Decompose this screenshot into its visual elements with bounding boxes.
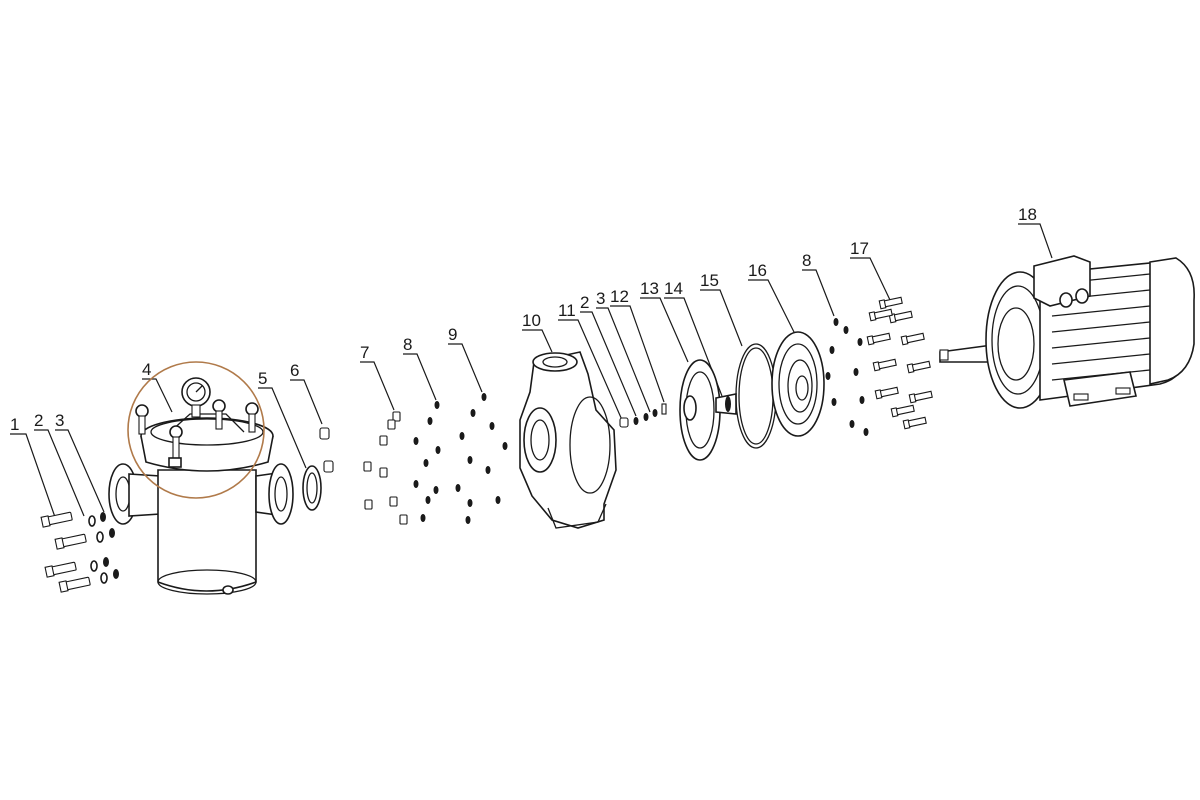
- impeller: [679, 359, 721, 461]
- callout-14-label: 14: [664, 279, 683, 298]
- o-ring-5: [302, 465, 322, 511]
- callout-12-leader: [610, 305, 665, 403]
- callout-8-leader-left: [403, 353, 437, 401]
- callout-5-leader: [258, 387, 307, 469]
- callout-group: 1 2 3 4 5 6 7 8 9 10 11 2 3: [10, 205, 1053, 521]
- bolt-set-left: [40, 511, 119, 593]
- callout-3-label: 3: [55, 411, 64, 430]
- callout-2-label-right: 2: [580, 293, 589, 312]
- callout-10-label: 10: [522, 311, 541, 330]
- callout-11-label: 11: [558, 301, 576, 320]
- callout-2-leader-right: [580, 311, 637, 417]
- callout-2-leader: [34, 429, 85, 517]
- callout-10-leader: [522, 329, 553, 353]
- callout-1-label: 1: [10, 415, 19, 434]
- callout-12-label: 12: [610, 287, 629, 306]
- o-ring-15: [735, 343, 777, 449]
- callout-17-label: 17: [850, 239, 869, 258]
- callout-1-leader: [10, 433, 57, 521]
- callout-3-leader-right: [596, 307, 651, 413]
- nuts-6: [319, 427, 334, 473]
- callout-16-leader: [748, 279, 797, 337]
- callout-7-label: 7: [360, 343, 369, 362]
- callout-9-leader: [448, 343, 483, 393]
- callout-15-label: 15: [700, 271, 719, 290]
- callout-2-label: 2: [34, 411, 43, 430]
- callout-16-label: 16: [748, 261, 767, 280]
- callout-4-leader: [142, 378, 173, 413]
- callout-3-leader: [55, 429, 105, 513]
- callout-4-label: 4: [142, 360, 151, 379]
- pump-casing: [519, 351, 617, 529]
- callout-11-leader: [558, 319, 623, 421]
- electric-motor: [939, 255, 1195, 409]
- callout-6-leader: [290, 379, 323, 425]
- strainer-housing: [108, 361, 294, 595]
- callout-13-label: 13: [640, 279, 659, 298]
- detail-highlight-circle: [127, 361, 265, 499]
- callout-17-leader: [850, 257, 891, 301]
- callout-14-leader: [664, 297, 723, 397]
- callout-13-leader: [640, 297, 689, 363]
- seal-plate: [771, 331, 825, 437]
- callout-5-label: 5: [258, 369, 267, 388]
- callout-3-label-right: 3: [596, 289, 605, 308]
- callout-8-label-left: 8: [403, 335, 412, 354]
- callout-7-leader: [360, 361, 395, 411]
- small-fasteners-mid: [619, 403, 667, 428]
- shaft-sleeve: [715, 393, 737, 415]
- callout-9-label: 9: [448, 325, 457, 344]
- fastener-ring-7-8-9: [363, 393, 508, 525]
- callout-18-leader: [1018, 223, 1053, 259]
- callout-18-label: 18: [1018, 205, 1037, 224]
- callout-8-label-right: 8: [802, 251, 811, 270]
- fastener-ring-8-17: [825, 296, 933, 436]
- callout-6-label: 6: [290, 361, 299, 380]
- callout-8-leader-right: [802, 269, 835, 317]
- callout-15-leader: [700, 289, 743, 347]
